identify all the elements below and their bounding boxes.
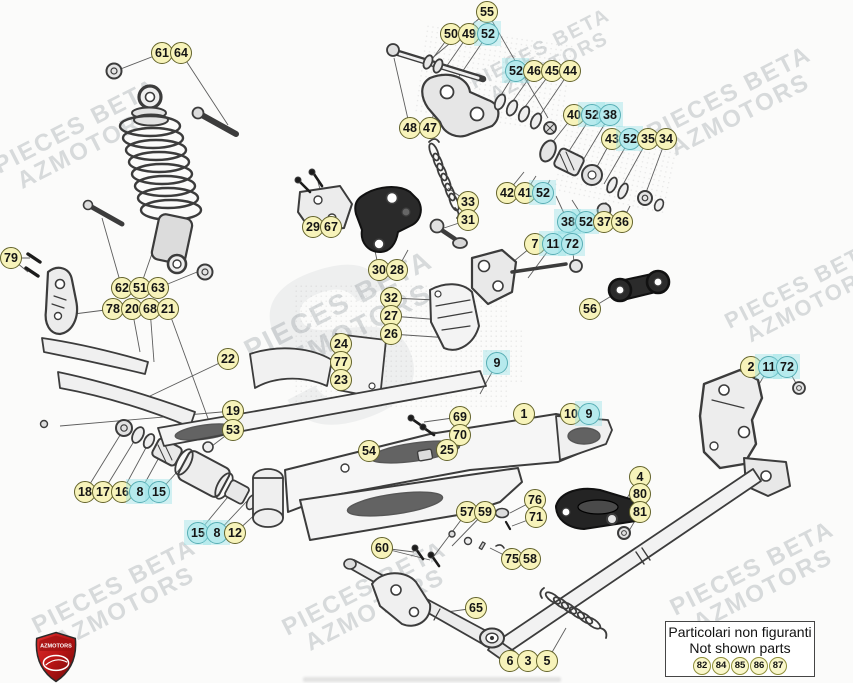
callout-51[interactable]: 51 <box>129 277 151 299</box>
not-shown-part-87[interactable]: 87 <box>769 657 787 675</box>
callout-60[interactable]: 60 <box>371 537 393 559</box>
callout-52[interactable]: 52 <box>474 21 501 46</box>
callout-5[interactable]: 5 <box>536 650 558 672</box>
not-shown-title-english: Not shown parts <box>689 640 791 656</box>
callout-75[interactable]: 75 <box>501 548 523 570</box>
rocker-link <box>354 186 422 253</box>
callout-54[interactable]: 54 <box>358 440 380 462</box>
callout-31[interactable]: 31 <box>457 209 479 231</box>
callout-1[interactable]: 1 <box>513 403 535 425</box>
callout-63[interactable]: 63 <box>147 277 169 299</box>
callout-26[interactable]: 26 <box>380 323 402 345</box>
callout-25[interactable]: 25 <box>436 439 458 461</box>
callout-81[interactable]: 81 <box>629 501 651 523</box>
not-shown-parts-box: Particolari non figuranti Not shown part… <box>665 621 815 677</box>
callout-72[interactable]: 72 <box>558 231 585 256</box>
swingarm <box>157 370 613 541</box>
callout-52[interactable]: 52 <box>529 180 556 205</box>
linkage-top-assembly <box>386 43 557 138</box>
left-bracket <box>24 252 79 336</box>
callout-18[interactable]: 18 <box>74 481 96 503</box>
azmotors-logo: AZMOTORS <box>35 631 77 683</box>
callout-72[interactable]: 72 <box>773 354 800 379</box>
not-shown-part-85[interactable]: 85 <box>731 657 749 675</box>
callout-20[interactable]: 20 <box>121 298 143 320</box>
callout-70[interactable]: 70 <box>449 424 471 446</box>
callout-9[interactable]: 9 <box>575 401 602 426</box>
callout-21[interactable]: 21 <box>157 298 179 320</box>
not-shown-part-86[interactable]: 86 <box>750 657 768 675</box>
callout-79[interactable]: 79 <box>0 247 22 269</box>
shock-absorber <box>118 84 203 275</box>
callout-32[interactable]: 32 <box>380 287 402 309</box>
callout-59[interactable]: 59 <box>474 501 496 523</box>
callout-29[interactable]: 29 <box>302 216 324 238</box>
callout-44[interactable]: 44 <box>559 60 581 82</box>
mud-guard <box>429 283 480 351</box>
callout-52[interactable]: 52 <box>578 102 605 127</box>
callout-47[interactable]: 47 <box>419 117 441 139</box>
callout-12[interactable]: 12 <box>224 522 246 544</box>
callout-64[interactable]: 64 <box>170 42 192 64</box>
callout-19[interactable]: 19 <box>222 400 244 422</box>
callout-40[interactable]: 40 <box>563 104 585 126</box>
callout-27[interactable]: 27 <box>380 305 402 327</box>
right-bracket <box>698 368 806 470</box>
plug-31 <box>429 218 468 249</box>
callout-52[interactable]: 52 <box>502 58 529 83</box>
callout-57[interactable]: 57 <box>456 501 478 523</box>
pivot-axle-stack <box>115 419 279 521</box>
callout-61[interactable]: 61 <box>151 42 173 64</box>
callout-34[interactable]: 34 <box>655 128 677 150</box>
callout-52[interactable]: 52 <box>616 126 643 151</box>
callout-67[interactable]: 67 <box>320 216 342 238</box>
callout-41[interactable]: 41 <box>514 182 536 204</box>
callout-9[interactable]: 9 <box>483 350 510 375</box>
not-shown-part-84[interactable]: 84 <box>712 657 730 675</box>
callout-48[interactable]: 48 <box>399 117 421 139</box>
logo-band <box>39 635 73 652</box>
callout-50[interactable]: 50 <box>440 23 462 45</box>
shaft-bracket <box>371 507 512 627</box>
callout-58[interactable]: 58 <box>519 548 541 570</box>
callout-56[interactable]: 56 <box>579 298 601 320</box>
callout-45[interactable]: 45 <box>541 60 563 82</box>
logo-swoosh-line <box>45 659 68 666</box>
callout-62[interactable]: 62 <box>111 277 133 299</box>
callout-35[interactable]: 35 <box>637 128 659 150</box>
callout-15[interactable]: 15 <box>145 479 172 504</box>
callout-37[interactable]: 37 <box>593 211 615 233</box>
callout-7[interactable]: 7 <box>524 233 546 255</box>
callout-38[interactable]: 38 <box>596 102 623 127</box>
callout-22[interactable]: 22 <box>217 348 239 370</box>
not-shown-title-italian: Particolari non figuranti <box>668 624 812 640</box>
callout-28[interactable]: 28 <box>386 259 408 281</box>
callout-17[interactable]: 17 <box>92 481 114 503</box>
callout-77[interactable]: 77 <box>330 351 352 373</box>
callout-65[interactable]: 65 <box>465 597 487 619</box>
shock-mount-hardware <box>82 62 239 281</box>
cropped-caption-text <box>303 677 561 682</box>
not-shown-part-82[interactable]: 82 <box>693 657 711 675</box>
side-stand-spring <box>539 587 608 639</box>
callout-55[interactable]: 55 <box>476 1 498 23</box>
brake-pedal <box>555 487 646 530</box>
pull-rod-plate <box>470 248 583 306</box>
logo-swoosh <box>42 654 70 672</box>
callout-53[interactable]: 53 <box>222 419 244 441</box>
dog-bone-link <box>607 269 671 303</box>
logo-brand-text: AZMOTORS <box>40 643 72 649</box>
callout-23[interactable]: 23 <box>330 369 352 391</box>
callout-36[interactable]: 36 <box>611 211 633 233</box>
callout-71[interactable]: 71 <box>525 506 547 528</box>
